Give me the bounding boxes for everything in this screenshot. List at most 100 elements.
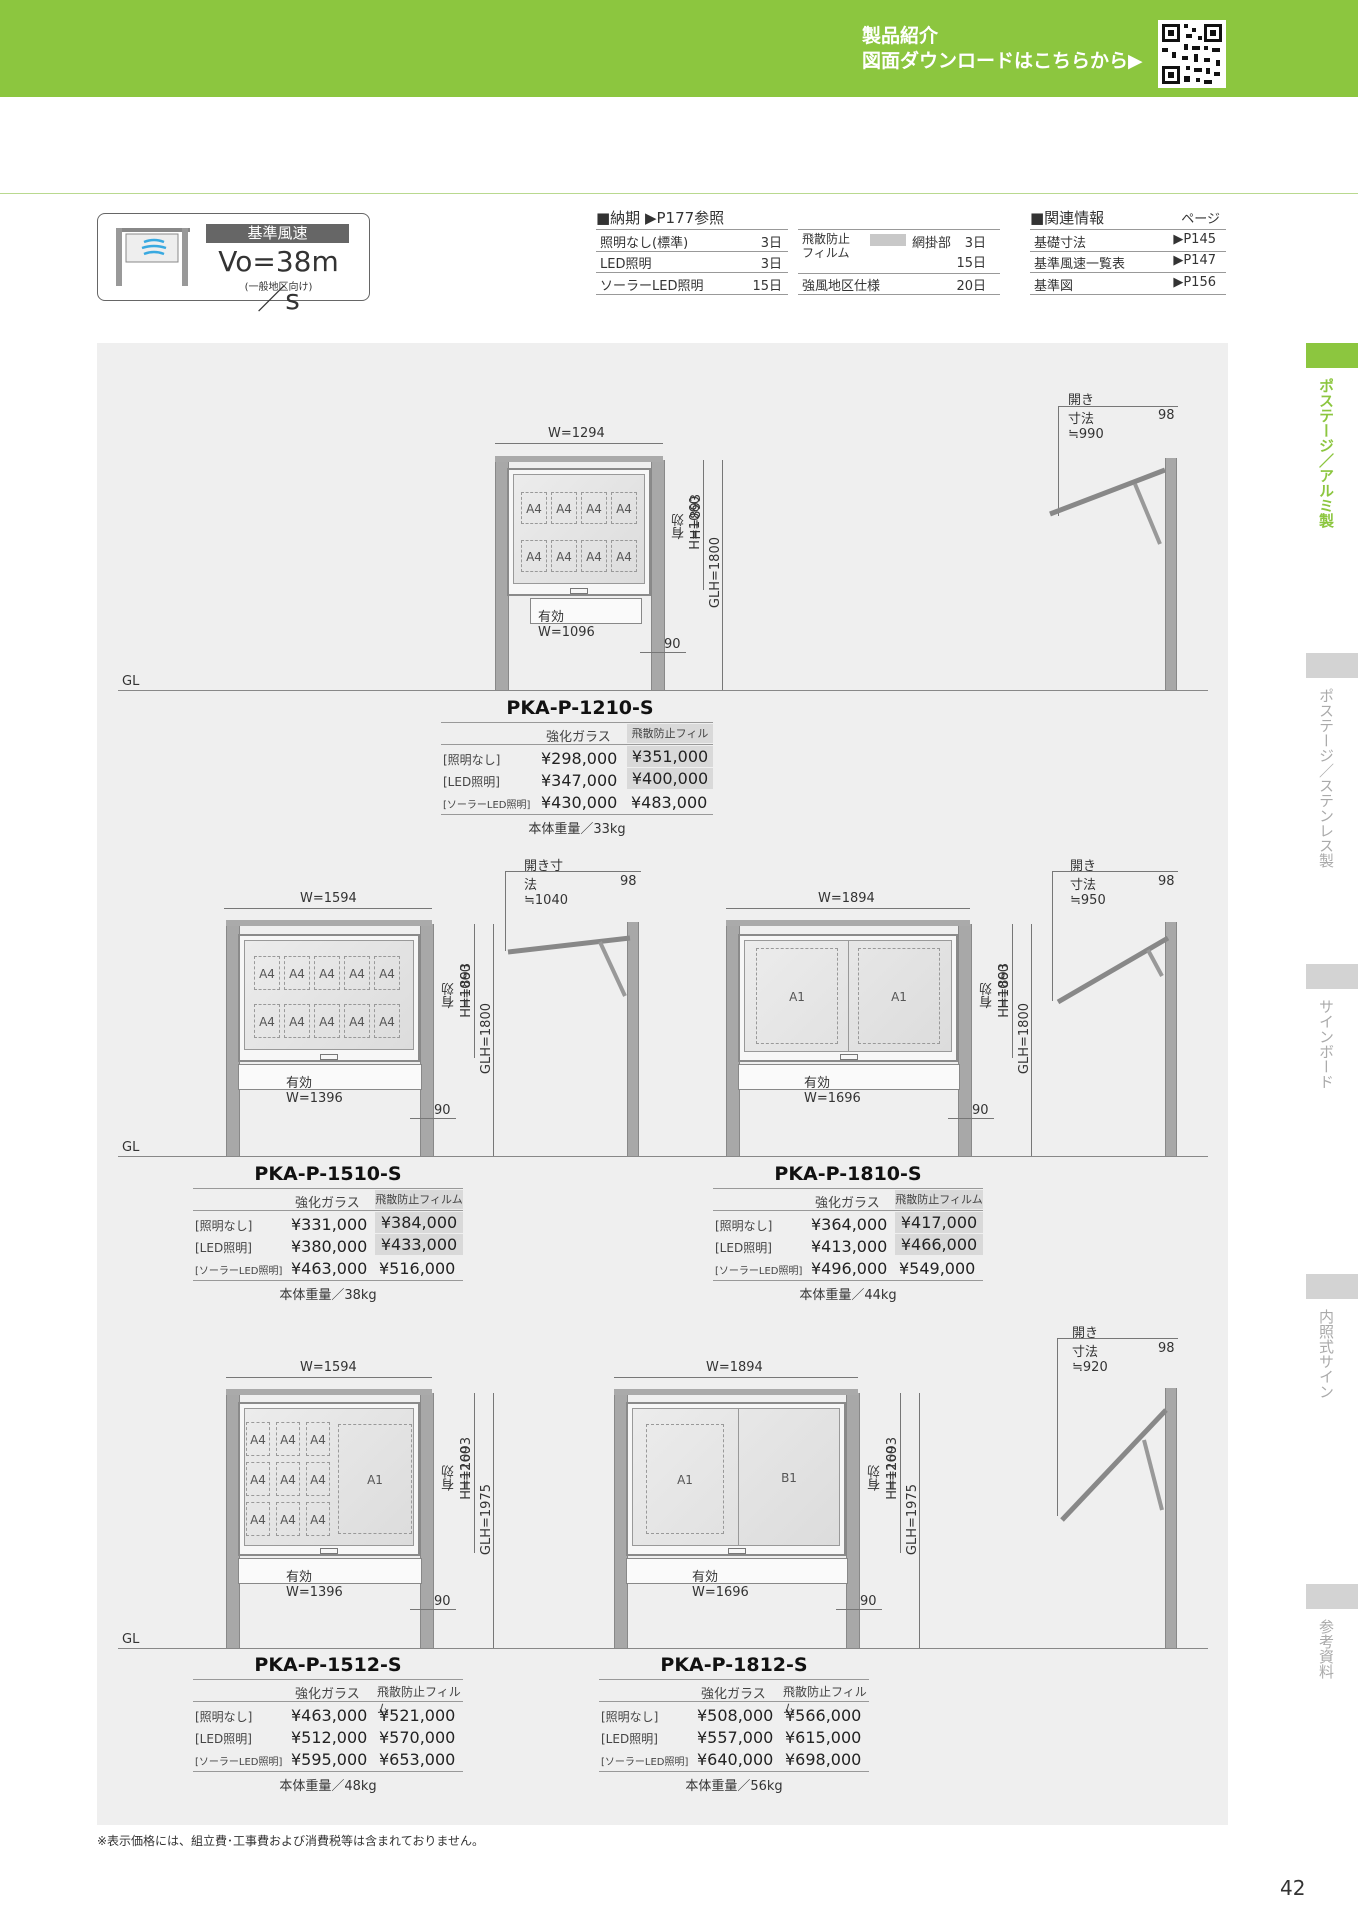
model-name-1210: PKA-P-1210-S — [506, 697, 654, 719]
gl-height-dim: GLH=1800 — [479, 1003, 494, 1075]
wind-icon — [116, 228, 190, 286]
a4-sheet: A4 — [254, 1004, 280, 1038]
weight-1512: 本体重量／48kg — [279, 1779, 377, 1794]
price-table-1812: 強化ガラス 飛散防止フィルム [照明なし] ¥508,000 ¥566,000 … — [599, 1679, 869, 1779]
delivery-days: 15日 — [752, 279, 782, 294]
gl-height-dim: GLH=1800 — [708, 537, 723, 609]
a4-sheet: A4 — [344, 956, 370, 990]
qr-code-icon[interactable] — [1158, 20, 1226, 88]
related-label: 基準風速一覧表 — [1034, 257, 1126, 272]
model-name-1812: PKA-P-1812-S — [660, 1654, 808, 1676]
side-tab-illuminated[interactable] — [1306, 1274, 1358, 1299]
delivery-label: ソーラーLED照明 — [600, 279, 704, 294]
ground-line — [118, 690, 1208, 691]
film-option: 網掛部 — [912, 236, 952, 251]
a4-sheet: A4 — [611, 492, 637, 524]
side-tab-signboard[interactable] — [1306, 964, 1358, 989]
depth-dim: 98 — [1158, 1341, 1175, 1356]
wind-spec-label: 強風地区仕様 — [802, 279, 881, 294]
a4-sheet: A4 — [246, 1462, 270, 1496]
height-dim: H=1260 — [459, 1446, 474, 1500]
price-table-1512: 強化ガラス 飛散防止フィルム [照明なし] ¥463,000 ¥521,000 … — [193, 1679, 463, 1779]
a4-sheet: A4 — [276, 1502, 300, 1536]
depth-dim: 98 — [1158, 874, 1175, 889]
depth-dim: 98 — [1158, 408, 1175, 423]
film-label: 飛散防止フィルム — [802, 232, 851, 260]
side-label-signboard[interactable]: サインボード — [1317, 999, 1335, 1089]
delivery-days: 3日 — [760, 257, 782, 272]
foot-dim: 90 — [972, 1103, 989, 1118]
height-dim: H=1060 — [688, 496, 703, 550]
side-label-stainless[interactable]: ポステージ／ステンレス製 — [1317, 688, 1335, 868]
related-label: 基準図 — [1034, 279, 1074, 294]
divider — [0, 193, 1358, 194]
gl-height-dim: GLH=1800 — [1017, 1003, 1032, 1075]
a4-sheet: A4 — [521, 540, 547, 572]
effective-width-dim: 有効W=1096 — [538, 610, 595, 640]
footnote: ※表示価格には、組立費･工事費および消費税等は含まれておりません。 — [97, 1834, 484, 1848]
side-label-illuminated[interactable]: 内照式サイン — [1317, 1309, 1335, 1399]
a4-sheet: A4 — [374, 1004, 400, 1038]
side-tab-stainless[interactable] — [1306, 653, 1358, 678]
weight-1210: 本体重量／33kg — [528, 822, 626, 837]
height-dim: H=1060 — [997, 964, 1012, 1018]
side-tab-reference[interactable] — [1306, 1584, 1358, 1609]
related-title: ■関連情報 — [1030, 209, 1105, 227]
width-dim: W=1894 — [706, 1360, 763, 1375]
a4-sheet: A4 — [254, 956, 280, 990]
a4-sheet: A4 — [551, 540, 577, 572]
related-table: ■関連情報 ページ 基礎寸法▶P145 基準風速一覧表▶P147 基準図▶P15… — [1030, 207, 1228, 302]
a4-sheet: A4 — [306, 1462, 330, 1496]
foot-dim: 90 — [860, 1594, 877, 1609]
related-page-link[interactable]: ▶P147 — [1173, 253, 1216, 268]
foot-dim: 90 — [664, 637, 681, 652]
effective-width-dim: 有効W=1696 — [804, 1076, 861, 1106]
ground-line — [118, 1156, 1208, 1157]
delivery-label: 照明なし(標準) — [600, 236, 689, 251]
a4-sheet: A4 — [581, 540, 607, 572]
a4-sheet: A4 — [246, 1422, 270, 1456]
side-label-aluminum[interactable]: ポステージ／アルミ製 — [1317, 378, 1335, 528]
gl-height-dim: GLH=1975 — [479, 1484, 494, 1556]
effective-width-dim: 有効W=1696 — [692, 1570, 749, 1600]
weight-1510: 本体重量／38kg — [279, 1288, 377, 1303]
model-name-1810: PKA-P-1810-S — [774, 1163, 922, 1185]
a4-sheet: A4 — [284, 956, 310, 990]
open-dim: 開き寸法≒1040 — [524, 859, 568, 908]
download-link[interactable]: 製品紹介 図面ダウンロードはこちらから▶ — [862, 24, 1143, 74]
a4-sheet: A4 — [344, 1004, 370, 1038]
side-tab-aluminum[interactable] — [1306, 343, 1358, 368]
a4-sheet: A4 — [374, 956, 400, 990]
film-days: 3日 — [964, 236, 986, 251]
gl-height-dim: GLH=1975 — [905, 1484, 920, 1556]
wind-note: (一般地区向け) — [244, 282, 313, 293]
side-label-reference[interactable]: 参考資料 — [1317, 1619, 1335, 1679]
a4-sheet: A4 — [284, 1004, 310, 1038]
related-page-link[interactable]: ▶P156 — [1173, 275, 1216, 290]
header-line2: 図面ダウンロードはこちらから▶ — [862, 50, 1143, 72]
open-dim: 開き寸法≒990 — [1068, 393, 1104, 442]
width-dim: W=1294 — [548, 426, 605, 441]
price-table-1810: 強化ガラス 飛散防止フィルム [照明なし] ¥364,000 ¥417,000 … — [713, 1188, 983, 1288]
open-dim: 開き寸法≒950 — [1070, 859, 1106, 908]
price-table-1210: 強化ガラス 飛散防止フィルム [照明なし] ¥298,000 ¥351,000 … — [441, 722, 713, 822]
weight-1812: 本体重量／56kg — [685, 1779, 783, 1794]
model-name-1510: PKA-P-1510-S — [254, 1163, 402, 1185]
delivery-days: 3日 — [760, 236, 782, 251]
width-dim: W=1594 — [300, 891, 357, 906]
header-bar: 製品紹介 図面ダウンロードはこちらから▶ — [0, 0, 1358, 97]
effective-width-dim: 有効W=1396 — [286, 1570, 343, 1600]
delivery-label: LED照明 — [600, 257, 652, 272]
a4-sheet: A4 — [551, 492, 577, 524]
weight-1810: 本体重量／44kg — [799, 1288, 897, 1303]
a1-sheet: A1 — [858, 948, 940, 1044]
a1-sheet: A1 — [756, 948, 838, 1044]
gl-label: GL — [122, 1140, 140, 1155]
film-days: 15日 — [956, 256, 986, 271]
related-page-link[interactable]: ▶P145 — [1173, 232, 1216, 247]
gl-label: GL — [122, 1632, 140, 1647]
b1-sheet: B1 — [781, 1471, 797, 1485]
price-table-1510: 強化ガラス 飛散防止フィルム [照明なし] ¥331,000 ¥384,000 … — [193, 1188, 463, 1288]
a4-sheet: A4 — [276, 1422, 300, 1456]
